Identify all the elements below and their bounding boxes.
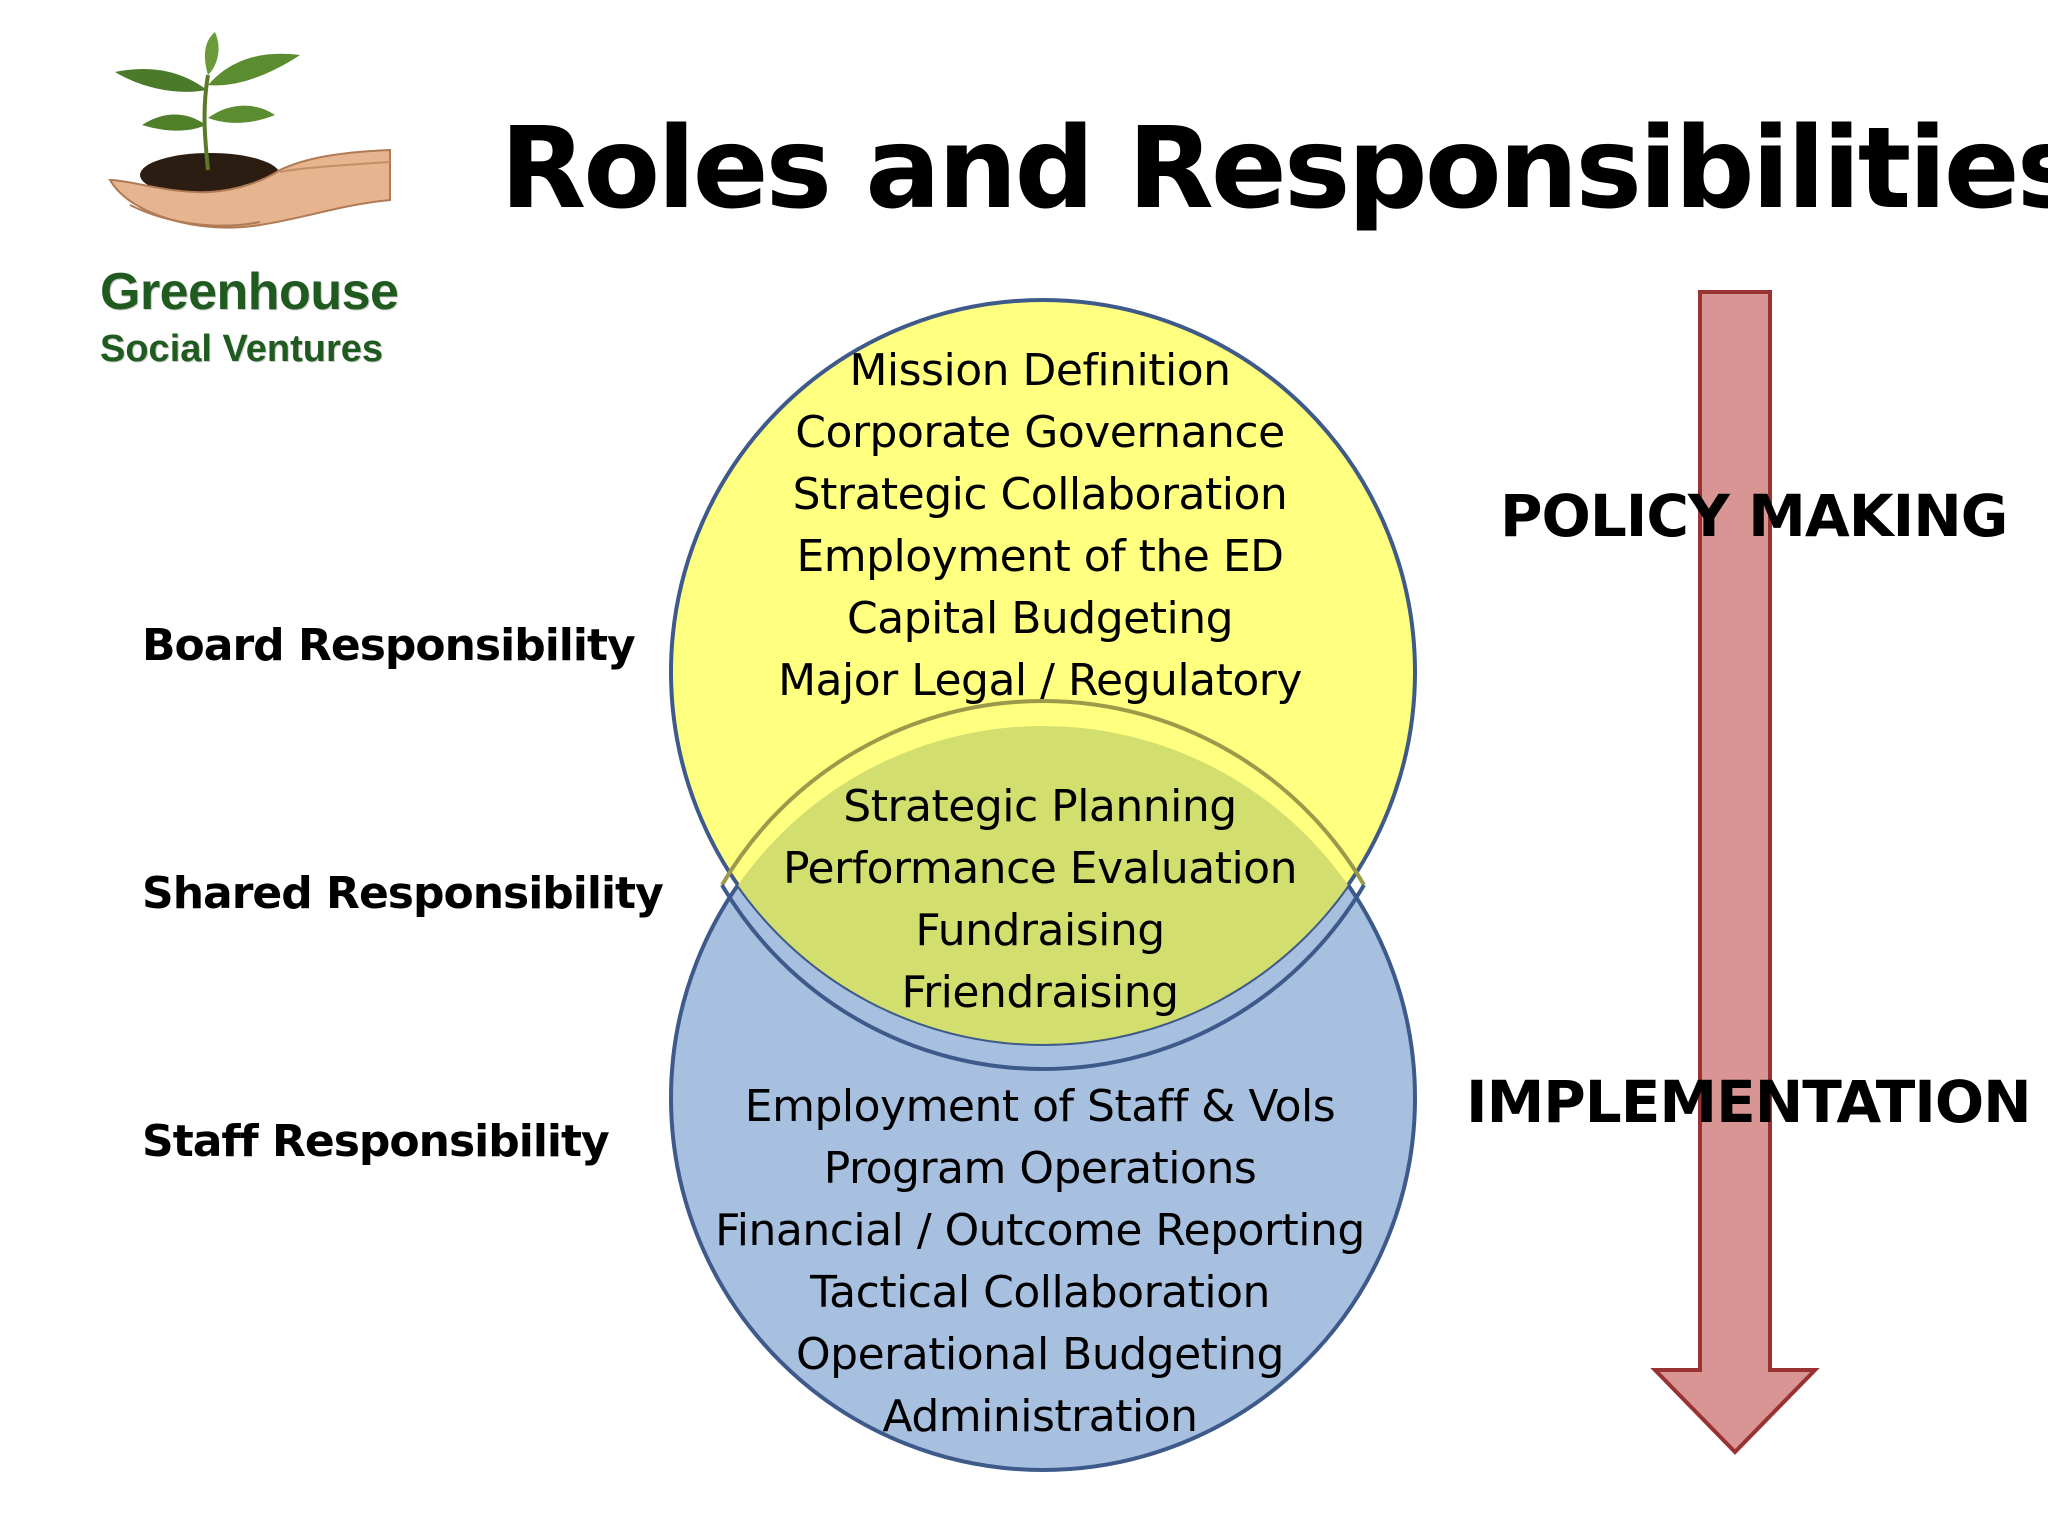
list-item: Friendraising: [901, 967, 1179, 1018]
greenhouse-logo: [90, 30, 420, 390]
hand-with-seedling-icon: [108, 32, 391, 229]
slide-title: Roles and Responsibilities: [500, 104, 2048, 234]
list-item: Capital Budgeting: [846, 593, 1234, 644]
staff-responsibility-label: Staff Responsibility: [142, 1116, 610, 1167]
list-item: Corporate Governance: [795, 407, 1285, 458]
list-item: Administration: [882, 1391, 1198, 1442]
list-item: Strategic Collaboration: [792, 469, 1288, 520]
list-item: Operational Budgeting: [796, 1329, 1284, 1380]
staff-items-list: Employment of Staff & Vols Program Opera…: [660, 1076, 1420, 1448]
list-item: Strategic Planning: [843, 781, 1237, 832]
down-arrow-icon: [1650, 290, 1820, 1455]
implementation-label: IMPLEMENTATION: [1466, 1068, 2032, 1136]
shared-items-list: Strategic Planning Performance Evaluatio…: [660, 776, 1420, 1024]
shared-overlap: [671, 726, 1415, 1044]
board-items-list: Mission Definition Corporate Governance …: [660, 340, 1420, 712]
list-item: Program Operations: [823, 1143, 1257, 1194]
list-item: Fundraising: [915, 905, 1165, 956]
overlap-outline: [720, 699, 1366, 887]
list-item: Employment of Staff & Vols: [744, 1081, 1336, 1132]
policy-making-label: POLICY MAKING: [1500, 482, 2008, 550]
list-item: Tactical Collaboration: [810, 1267, 1270, 1318]
board-responsibility-label: Board Responsibility: [142, 620, 636, 671]
board-circle-outline: [720, 883, 1366, 1071]
list-item: Employment of the ED: [796, 531, 1284, 582]
logo-subtitle: Social Ventures: [100, 328, 384, 370]
list-item: Financial / Outcome Reporting: [715, 1205, 1365, 1256]
logo-name: Greenhouse: [100, 263, 399, 321]
shared-responsibility-label: Shared Responsibility: [142, 868, 664, 919]
list-item: Mission Definition: [849, 345, 1231, 396]
list-item: Major Legal / Regulatory: [778, 655, 1302, 706]
list-item: Performance Evaluation: [783, 843, 1297, 894]
